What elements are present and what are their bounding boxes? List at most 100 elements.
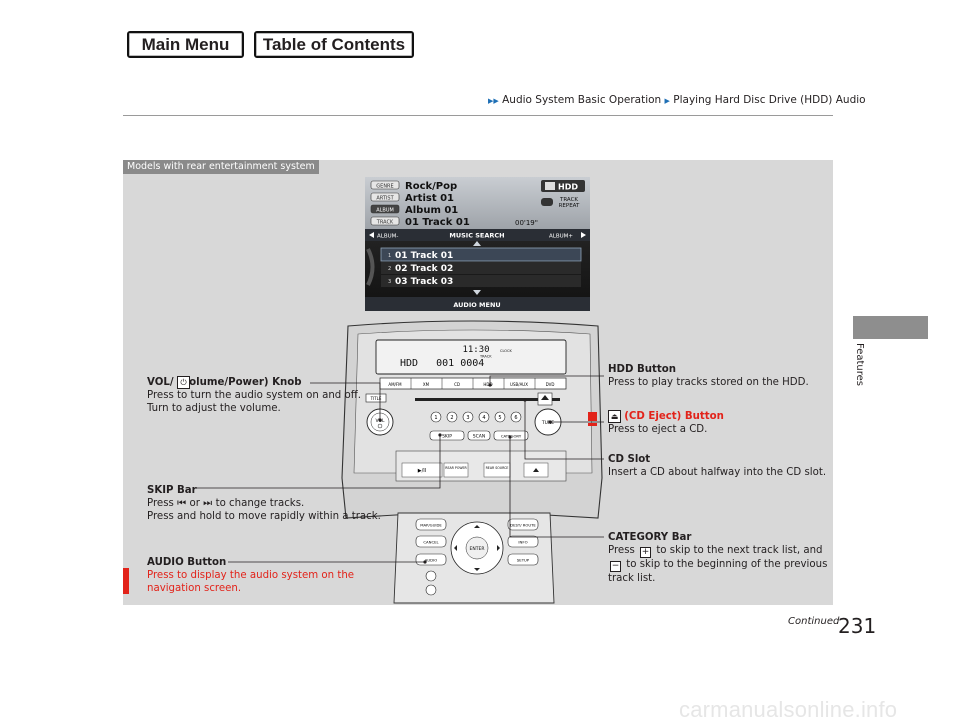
table-of-contents-button[interactable]: Table of Contents	[254, 31, 414, 58]
lcd-display	[375, 339, 567, 375]
cancel-label: CANCEL	[423, 540, 439, 545]
skip-forward-icon: ⏭	[203, 498, 213, 509]
preset-button[interactable]	[430, 411, 442, 423]
preset-button[interactable]	[446, 411, 458, 423]
marker-bar	[123, 568, 129, 594]
lcd-main: HDD 001 0004	[400, 358, 484, 369]
title-button[interactable]	[365, 393, 387, 403]
scan-button[interactable]	[467, 430, 491, 441]
repeat-label-2: REPEAT	[559, 203, 580, 209]
scroll-down-icon[interactable]	[473, 290, 481, 295]
album-prev-icon[interactable]	[369, 232, 374, 238]
skip-bar-desc-1a: Press	[147, 498, 174, 509]
track-list-item[interactable]	[380, 247, 582, 262]
skip-bar[interactable]	[429, 430, 465, 441]
marker-square-underline	[588, 423, 597, 426]
skip-bar-desc-1b: or	[189, 498, 200, 509]
album-next-icon[interactable]	[581, 232, 586, 238]
eject-icon	[541, 395, 549, 400]
talk-button[interactable]	[425, 584, 437, 596]
category-bar[interactable]	[493, 430, 529, 441]
eject-key-icon: ⏏	[608, 410, 621, 423]
map-guide-button[interactable]	[415, 518, 447, 531]
scan-label: SCAN	[473, 434, 485, 440]
eject-button-callout: ⏏ (CD Eject) Button Press to eject a CD.	[608, 410, 724, 436]
dest-route-button[interactable]	[507, 518, 539, 531]
scroll-up-icon[interactable]	[473, 241, 481, 246]
track-value: 01 Track 01	[405, 217, 470, 228]
svg-text:4: 4	[482, 415, 485, 421]
audio-button-label: AUDIO	[425, 558, 437, 563]
hdd-button-desc: Press to play tracks stored on the HDD.	[608, 377, 809, 388]
elapsed-time: 00'19"	[515, 219, 538, 227]
lcd-clock-value: 11:30	[462, 345, 489, 355]
track-list-item[interactable]	[381, 262, 581, 274]
section-tab	[853, 316, 928, 339]
preset-button[interactable]	[478, 411, 490, 423]
enter-label: ENTER	[470, 546, 485, 552]
skip-bar-callout: SKIP Bar Press ⏮ or ⏭ to change tracks. …	[147, 484, 381, 523]
usb-aux-button[interactable]: USB/AUX	[510, 382, 528, 387]
power-key-icon: ⏻	[177, 376, 190, 389]
info-button[interactable]	[507, 535, 539, 548]
rear-power-label: REAR POWER	[445, 466, 467, 470]
setup-label: SETUP	[517, 558, 530, 563]
eject-button-title: (CD Eject) Button	[624, 411, 724, 422]
cancel-button[interactable]	[415, 535, 447, 548]
genre-tag: GENRE	[376, 184, 393, 190]
preset-button[interactable]	[462, 411, 474, 423]
svg-text:02 Track 02: 02 Track 02	[395, 264, 453, 274]
cd-button[interactable]: CD	[454, 382, 460, 387]
audio-button-title: AUDIO Button	[147, 557, 227, 568]
map-guide-label: MAP/GUIDE	[420, 523, 442, 528]
preset-buttons: 1 2 3 4 5 6	[430, 411, 522, 423]
navigation-screen: GENRE Rock/Pop ARTIST Artist 01 ALBUM Al…	[365, 177, 590, 311]
svg-text:3: 3	[466, 415, 469, 421]
page-number: 231	[838, 614, 877, 638]
svg-text:1: 1	[434, 415, 437, 421]
play-pause-button[interactable]	[401, 462, 443, 478]
track-list-item[interactable]	[381, 275, 581, 287]
lcd-track-label: TRACK	[479, 355, 492, 359]
tune-label: TUNE	[541, 420, 554, 426]
cd-slot-callout: CD Slot Insert a CD about halfway into t…	[608, 453, 826, 479]
setup-button[interactable]	[507, 553, 539, 566]
breadcrumb: ▶▶ Audio System Basic Operation ▶ Playin…	[488, 94, 866, 106]
track-list: 1 01 Track 01 2 02 Track 02 3 03 Track 0…	[380, 247, 582, 287]
artist-value: Artist 01	[405, 193, 454, 204]
am-fm-button[interactable]: AM/FM	[388, 382, 402, 387]
enter-button[interactable]	[465, 536, 489, 560]
breadcrumb-link-1[interactable]: Audio System Basic Operation	[502, 94, 662, 106]
genre-value: Rock/Pop	[405, 181, 457, 192]
cd-slot	[415, 398, 560, 401]
svg-text:6: 6	[514, 415, 517, 421]
title-button-label: TITLE	[370, 396, 382, 401]
dvd-button[interactable]: DVD	[546, 382, 555, 387]
audio-button-desc-2: navigation screen.	[147, 583, 242, 594]
album-next-label: ALBUM+	[549, 234, 573, 240]
audio-button-callout: AUDIO Button Press to display the audio …	[147, 556, 354, 595]
preset-button[interactable]	[510, 411, 522, 423]
lcd-clock-label: CLOCK	[500, 349, 512, 353]
eject-button-desc: Press to eject a CD.	[608, 424, 708, 435]
preset-button[interactable]	[494, 411, 506, 423]
info-label: INFO	[518, 540, 527, 545]
head-unit: 11:30 CLOCK TRACK HDD 001 0004 AM/FM XM …	[341, 320, 603, 604]
xm-button[interactable]: XM	[423, 382, 430, 387]
minus-key-icon: −	[610, 561, 621, 572]
audio-menu-label: AUDIO MENU	[453, 301, 500, 309]
plus-key-icon: +	[640, 547, 652, 558]
category-bar-desc-1a: Press	[608, 545, 635, 556]
dial-right-icon	[497, 545, 500, 551]
voice-button[interactable]	[425, 570, 437, 582]
breadcrumb-arrow-icon: ▶	[664, 97, 670, 105]
music-search-title: MUSIC SEARCH	[449, 232, 504, 240]
breadcrumb-link-2[interactable]: Playing Hard Disc Drive (HDD) Audio	[673, 94, 866, 106]
svg-text:▶/II: ▶/II	[418, 468, 426, 474]
dial-down-icon	[474, 568, 480, 571]
main-menu-button[interactable]: Main Menu	[127, 31, 244, 58]
hdd-button[interactable]: HDD	[483, 382, 492, 387]
category-bar-desc-1b: to skip to the next track list, and	[656, 545, 823, 556]
rear-power-button[interactable]	[443, 462, 469, 478]
